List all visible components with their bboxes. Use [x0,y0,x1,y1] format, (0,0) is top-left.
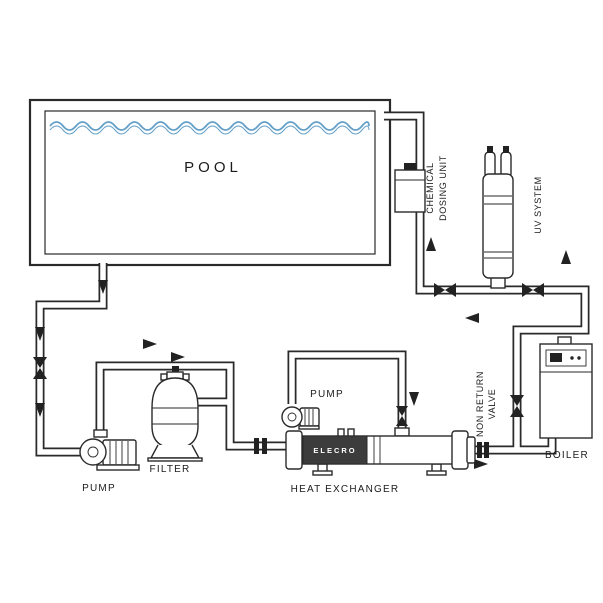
flow-arrow-down-icon [98,280,108,294]
sand-filter [147,366,203,462]
main-pump [79,429,140,471]
chemical-dosing-unit [394,163,426,213]
boiler-unit [539,336,593,439]
union-coupling-icon [477,442,489,458]
flow-arrow-right-icon [474,459,488,469]
flow-arrow-left-icon [465,313,479,323]
flow-arrow-down-icon [409,392,419,406]
flow-arrow-up-icon [561,250,571,264]
flow-arrow-down-icon [35,327,45,341]
union-coupling-icon [254,438,267,454]
heat-exchanger-brand-label: ELECRO [313,446,356,455]
pool-inner-wall [44,110,376,255]
uv-inlet-valve-icon [434,283,456,297]
flow-arrows [35,237,571,469]
circulation-pump [281,406,320,430]
flow-arrow-up-icon [426,237,436,251]
flow-arrow-right-icon [143,339,157,349]
main-pump-label: PUMP [82,483,116,494]
hx-primary-valve-icon [396,406,408,426]
flow-arrow-right-icon [171,352,185,362]
pipework [35,111,590,457]
uv-outlet-valve-icon [522,283,544,297]
circulation-pump-label: PUMP [310,389,344,400]
non-return-valve-label-line2: VALVE [487,389,497,420]
suction-line-valve-icon [33,357,47,379]
chemical-dosing-label-line2: DOSING UNIT [438,155,448,221]
pool-water-wave [49,121,370,131]
boiler-label: BOILER [545,450,589,461]
pool: POOL [28,98,392,267]
uv-system-label: UV SYSTEM [533,176,543,233]
filter-label: FILTER [150,464,191,475]
valves [33,283,544,458]
uv-system-unit [482,146,514,289]
heat-exchanger-unit: ELECRO [285,427,476,476]
pool-water-wave-2 [49,125,370,135]
heat-exchanger-label: HEAT EXCHANGER [291,484,400,495]
pool-label: POOL [184,159,242,176]
labels: PUMP FILTER PUMP HEAT EXCHANGER BOILER C… [82,155,589,495]
pipe-run-bore [37,113,588,455]
chemical-dosing-label-line1: CHEMICAL [425,162,435,213]
non-return-valve-label-line1: NON RETURN [475,371,485,437]
flow-arrow-down-icon [35,403,45,417]
non-return-valve-icon [510,395,524,417]
